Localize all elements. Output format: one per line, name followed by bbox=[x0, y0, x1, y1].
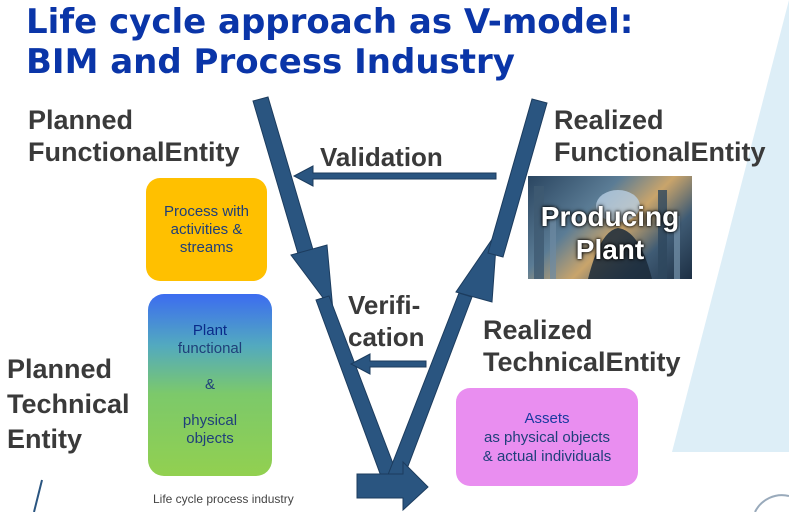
box-text: activities & bbox=[170, 220, 243, 238]
box-text: as physical objects bbox=[484, 428, 610, 446]
label-line: Realized bbox=[483, 315, 593, 345]
title-line-1: Life cycle approach as V-model: bbox=[26, 2, 634, 42]
box-text: Assets bbox=[524, 409, 570, 427]
accent-slash bbox=[33, 479, 43, 512]
label-line: Entity bbox=[7, 424, 83, 454]
accent-triangle bbox=[672, 0, 789, 452]
label-line: Planned bbox=[7, 354, 113, 384]
box-text: objects bbox=[186, 430, 234, 447]
box-text: physical bbox=[182, 412, 238, 429]
label-line: Planned bbox=[28, 105, 134, 135]
label-validation: Validation bbox=[320, 142, 443, 172]
box-text: Plant bbox=[192, 322, 228, 339]
plant-objects-box: Plant functional & physical objects bbox=[148, 294, 272, 476]
right-up-shaft-upper bbox=[487, 98, 548, 258]
right-up-arrowhead bbox=[455, 230, 498, 303]
label-planned-technical-entity: Planned Technical Entity bbox=[7, 352, 130, 457]
label-verification: Verifi- cation bbox=[348, 289, 425, 353]
label-planned-functional-entity: Planned FunctionalEntity bbox=[28, 104, 240, 168]
producing-plant-image: Producing Plant bbox=[528, 176, 692, 279]
process-box: Process with activities & streams bbox=[146, 178, 267, 281]
box-text: & actual individuals bbox=[482, 447, 612, 465]
box-text: & bbox=[204, 376, 215, 393]
validation-arrow bbox=[292, 165, 497, 187]
bottom-right-arrow bbox=[356, 460, 429, 512]
photo-text-line: Plant bbox=[575, 234, 645, 265]
left-down-arrowhead bbox=[290, 244, 334, 313]
label-line: TechnicalEntity bbox=[483, 347, 681, 377]
helmet-icon bbox=[596, 190, 640, 222]
title-line-2: BIM and Process Industry bbox=[26, 42, 515, 82]
page-title: Life cycle approach as V-model: BIM and … bbox=[26, 2, 726, 82]
assets-box: Assets as physical objects & actual indi… bbox=[456, 388, 638, 486]
worker-silhouette bbox=[588, 228, 652, 279]
label-line: Technical bbox=[7, 389, 130, 419]
label-line: cation bbox=[348, 322, 425, 352]
box-text: Process with bbox=[163, 202, 250, 220]
label-line: FunctionalEntity bbox=[28, 137, 240, 167]
plant-illustration bbox=[534, 186, 680, 279]
label-line: Verifi- bbox=[348, 290, 421, 320]
verification-arrow bbox=[349, 353, 427, 375]
label-realized-technical-entity: Realized TechnicalEntity bbox=[483, 314, 681, 378]
photo-caption: Producing Plant bbox=[528, 200, 692, 266]
footer-caption: Life cycle process industry bbox=[153, 492, 294, 506]
label-line: FunctionalEntity bbox=[554, 137, 766, 167]
photo-text-line: Producing bbox=[540, 201, 680, 232]
label-realized-functional-entity: Realized FunctionalEntity bbox=[554, 104, 766, 168]
corner-circle-icon bbox=[754, 494, 789, 512]
label-line: Realized bbox=[554, 105, 664, 135]
box-text: functional bbox=[177, 340, 243, 357]
box-text: streams bbox=[179, 238, 234, 256]
